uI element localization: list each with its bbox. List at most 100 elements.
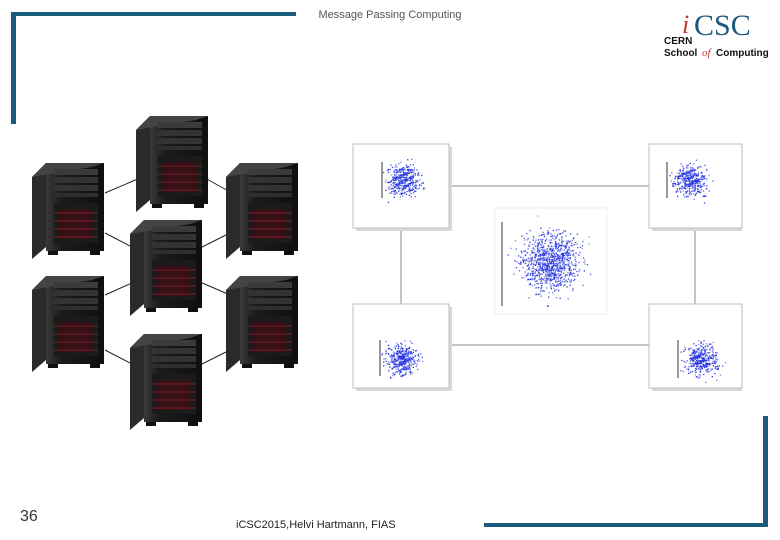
scatter-point bbox=[403, 360, 406, 363]
scatter-point bbox=[583, 270, 585, 272]
scatter-point bbox=[405, 184, 407, 187]
scatter-point bbox=[397, 177, 400, 179]
scatter-point bbox=[703, 175, 705, 177]
scatter-point bbox=[396, 371, 398, 373]
scatter-point bbox=[412, 356, 415, 359]
scatter-point bbox=[413, 362, 416, 364]
scatter-point bbox=[388, 361, 390, 363]
scatter-point bbox=[685, 365, 687, 368]
scatter-point bbox=[574, 243, 576, 246]
scatter-point bbox=[701, 361, 703, 363]
scatter-point bbox=[398, 370, 400, 372]
scatter-point bbox=[397, 171, 399, 173]
scatter-point bbox=[405, 367, 408, 369]
scatter-point bbox=[692, 352, 695, 354]
scatter-point bbox=[567, 253, 570, 255]
scatter-point bbox=[411, 356, 414, 358]
scatter-point bbox=[698, 347, 700, 350]
scatter-point bbox=[401, 179, 403, 181]
scatter-point bbox=[687, 186, 689, 188]
scatter-point bbox=[582, 240, 584, 243]
scatter-point bbox=[532, 274, 534, 276]
scatter-point bbox=[412, 172, 415, 174]
scatter-point bbox=[698, 184, 700, 186]
scatter-point bbox=[674, 177, 676, 180]
scatter-point bbox=[406, 365, 408, 367]
scatter-point bbox=[690, 360, 692, 362]
scatter-point bbox=[561, 242, 563, 244]
scatter-point bbox=[683, 168, 685, 170]
scatter-point bbox=[713, 362, 715, 365]
scatter-point bbox=[393, 171, 395, 173]
scatter-point bbox=[544, 242, 546, 245]
scatter-point bbox=[567, 272, 569, 274]
scatter-point bbox=[703, 340, 705, 342]
scatter-point bbox=[395, 176, 397, 179]
scatter-point bbox=[400, 182, 402, 184]
scatter-point bbox=[698, 166, 700, 168]
scatter-point bbox=[385, 358, 387, 360]
scatter-point bbox=[405, 177, 407, 179]
scatter-point bbox=[716, 368, 718, 370]
scatter-point bbox=[544, 266, 546, 269]
scatter-point bbox=[717, 368, 719, 370]
scatter-point bbox=[402, 375, 404, 377]
scatter-point bbox=[399, 361, 401, 364]
scatter-point bbox=[538, 278, 540, 281]
scatter-point bbox=[402, 348, 404, 350]
scatter-point bbox=[396, 356, 398, 358]
scatter-point bbox=[537, 259, 539, 261]
scatter-point bbox=[689, 175, 691, 177]
scatter-point bbox=[707, 356, 709, 358]
scatter-point bbox=[558, 269, 560, 272]
scatter-point bbox=[534, 259, 536, 261]
scatter-point bbox=[527, 265, 529, 267]
scatter-point bbox=[404, 182, 406, 185]
scatter-point bbox=[541, 277, 543, 279]
scatter-point bbox=[544, 236, 546, 238]
scatter-point bbox=[410, 171, 412, 174]
scatter-point bbox=[410, 182, 412, 184]
scatter-point bbox=[546, 253, 548, 255]
scatter-point bbox=[537, 258, 539, 260]
scatter-point bbox=[401, 167, 404, 169]
scatter-point bbox=[689, 354, 691, 356]
scatter-point bbox=[564, 264, 566, 266]
scatter-point bbox=[534, 264, 536, 266]
scatter-point bbox=[695, 361, 697, 363]
scatter-point bbox=[675, 191, 678, 193]
scatter-point bbox=[537, 249, 539, 252]
scatter-point bbox=[703, 177, 705, 180]
scatter-point bbox=[702, 353, 704, 355]
scatter-point bbox=[404, 184, 406, 187]
scatter-point bbox=[406, 166, 408, 168]
scatter-point bbox=[559, 264, 561, 266]
scatter-point bbox=[553, 287, 555, 290]
scatter-point bbox=[555, 243, 557, 245]
scatter-point bbox=[393, 356, 395, 358]
scatter-point bbox=[709, 363, 711, 366]
scatter-point bbox=[393, 361, 395, 363]
scatter-point bbox=[557, 248, 559, 250]
scatter-point bbox=[698, 179, 701, 181]
scatter-point bbox=[537, 282, 539, 285]
scatter-point bbox=[413, 185, 415, 188]
scatter-point bbox=[704, 164, 706, 166]
scatter-point bbox=[409, 360, 411, 363]
scatter-point bbox=[698, 178, 700, 180]
scatter-point bbox=[406, 172, 408, 174]
scatter-point bbox=[405, 362, 407, 364]
scatter-point bbox=[715, 354, 717, 357]
scatter-point bbox=[408, 194, 410, 196]
scatter-point bbox=[683, 172, 686, 175]
scatter-point bbox=[693, 183, 695, 185]
scatter-point bbox=[520, 262, 522, 264]
scatter-point bbox=[697, 351, 699, 354]
scatter-point bbox=[411, 363, 413, 365]
scatter-point bbox=[563, 265, 565, 267]
scatter-point bbox=[719, 374, 722, 376]
scatter-point bbox=[706, 364, 708, 366]
scatter-point bbox=[552, 229, 554, 232]
scatter-point bbox=[691, 370, 694, 373]
scatter-point bbox=[549, 262, 551, 264]
